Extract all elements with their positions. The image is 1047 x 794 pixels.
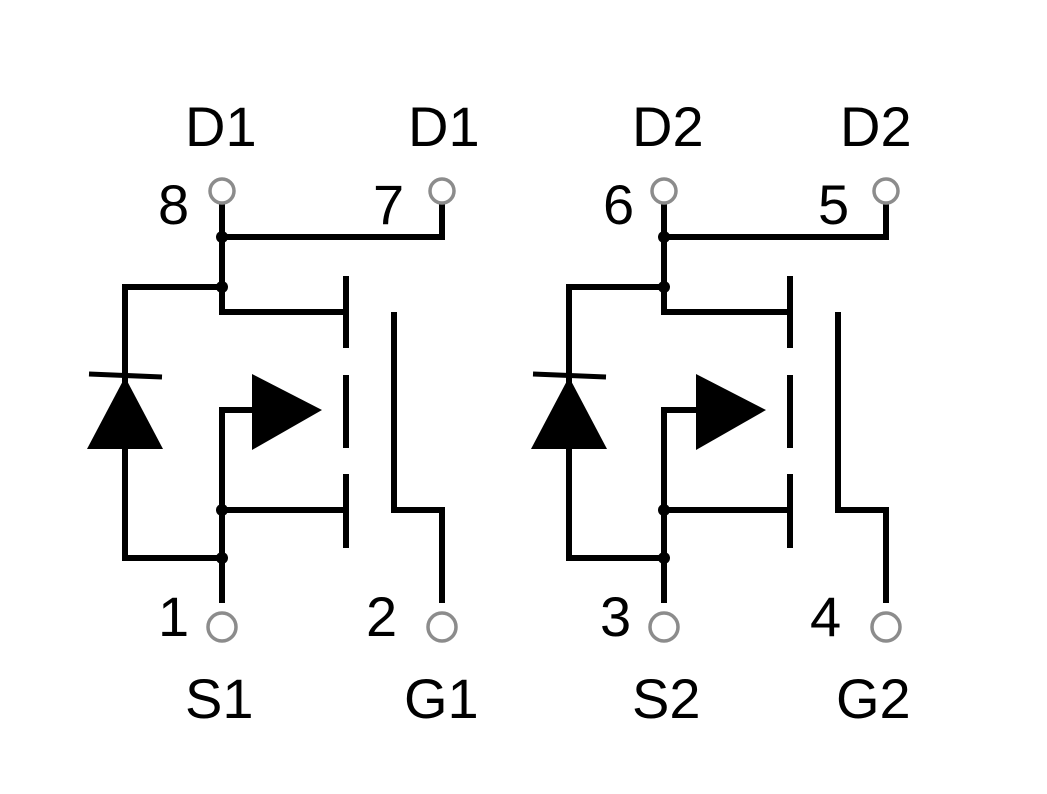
mosfet-1-pin-2: 2 [366,585,397,648]
mosfet-1-diode-triangle [87,377,163,449]
mosfet-1-drain-bus [219,203,445,240]
mosfet-1-pin-1: 1 [158,585,189,648]
mosfet-1: D1 D1 8 7 1 2 S1 G1 [87,95,480,730]
mosfet-1-body-arrow [252,374,322,450]
mosfet-1-glyphs [87,231,322,564]
mosfet-1-terminal-pin-1 [206,611,238,643]
mosfet-1-pin-8: 8 [158,173,189,236]
mosfet-2-drain-label-left: D2 [632,95,704,158]
mosfet-2-pin-6: 6 [603,173,634,236]
mosfet-2-gate-line [835,312,889,603]
mosfet-2-drain-label-right: D2 [840,95,912,158]
mosfet-1-gate-line [391,312,445,603]
mosfet-2-pin-5: 5 [818,173,849,236]
mosfet-2-drain-bus [661,203,889,240]
mosfet-2-junction-c [658,504,670,516]
mosfet-1-pin-7: 7 [373,173,404,236]
mosfet-2-junction-b [658,281,670,293]
mosfet-1-terminal-pin-8 [208,177,236,205]
mosfet-1-diode-bar [88,371,163,380]
mosfet-2-source-label: S2 [632,667,701,730]
mosfet-2-drain-line [661,237,790,315]
mosfet-1-junction-c [216,504,228,516]
mosfet-1-body-arrow-line [219,407,254,510]
mosfet-1-junction-d [216,552,228,564]
mosfet-2-diode-bar [532,371,607,380]
mosfet-1-source-line [219,507,346,603]
mosfet-1-drain-line [219,237,346,315]
mosfet-2-terminal-pin-6 [650,177,678,205]
mosfet-2-junction-d [658,552,670,564]
mosfet-2-terminals [648,177,902,643]
mosfet-1-drain-label-right: D1 [408,95,480,158]
mosfet-1-drain-label-left: D1 [185,95,257,158]
mosfet-2-gate-label: G2 [836,667,911,730]
mosfet-2: D2 D2 6 5 3 4 S2 G2 [531,95,912,730]
mosfet-1-source-label: S1 [185,667,254,730]
mosfet-2-diode-triangle [531,377,607,449]
mosfet-2-terminal-pin-3 [648,611,680,643]
mosfet-2-junction-a [658,231,670,243]
mosfet-1-terminal-pin-2 [426,611,458,643]
mosfet-2-terminal-pin-4 [870,611,902,643]
mosfet-2-glyphs [531,231,766,564]
mosfet-2-pin-3: 3 [600,585,631,648]
mosfet-1-junction-b [216,281,228,293]
mosfet-2-pin-4: 4 [810,585,841,648]
mosfet-2-body-arrow-line [661,407,698,510]
mosfet-1-terminals [206,177,458,643]
mosfet-2-terminal-pin-5 [872,177,900,205]
mosfet-1-junction-a [216,231,228,243]
mosfet-1-terminal-pin-7 [428,177,456,205]
mosfet-2-source-line [661,507,790,603]
mosfet-1-gate-label: G1 [404,667,479,730]
mosfet-2-body-arrow [696,374,766,450]
